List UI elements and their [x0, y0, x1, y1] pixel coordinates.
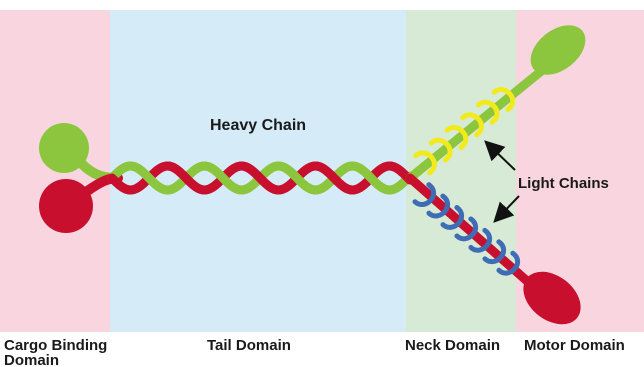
heavy-chain-label: Heavy Chain	[210, 117, 306, 134]
light-chains-label: Light Chains	[518, 175, 609, 192]
neck-domain-label: Neck Domain	[405, 337, 500, 354]
cargo-binding-domain-label-line2: Domain	[4, 352, 59, 367]
motor-domain-label: Motor Domain	[524, 337, 625, 354]
tail-domain-label: Tail Domain	[207, 337, 291, 354]
